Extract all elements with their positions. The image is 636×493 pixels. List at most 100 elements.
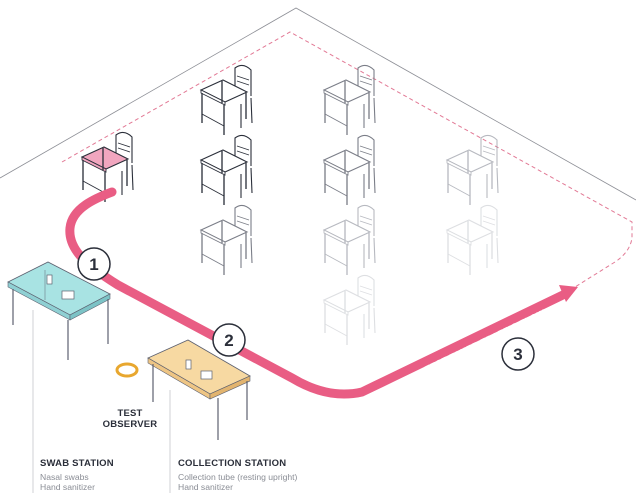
dashed-boundary xyxy=(61,31,633,288)
chair-leg xyxy=(496,167,499,194)
desk-crossbar xyxy=(447,183,471,197)
desk-top xyxy=(322,289,372,313)
desk-crossbar xyxy=(324,253,348,267)
chair-leg xyxy=(373,307,376,334)
chair-slat xyxy=(359,285,373,291)
chair-slat xyxy=(117,147,131,153)
chair-leg xyxy=(250,237,253,264)
chair-back xyxy=(480,204,498,236)
desk-crossbar xyxy=(82,180,106,194)
chair-slat xyxy=(236,220,250,226)
chair-leg xyxy=(250,97,253,124)
collection-tube-icon xyxy=(185,359,192,370)
desk-apron xyxy=(323,159,349,176)
desk-apron xyxy=(323,299,349,316)
chair-slat xyxy=(236,75,250,81)
desk-apron xyxy=(323,89,349,106)
collection-station-table xyxy=(147,339,251,440)
collection-item-1: Collection tube (resting upright) xyxy=(178,472,298,482)
chair-slat xyxy=(236,80,250,86)
desk-top xyxy=(322,79,372,103)
chair-slat xyxy=(359,290,373,296)
chair-slat xyxy=(359,215,373,221)
chair-slat xyxy=(482,220,496,226)
chair-slat xyxy=(117,142,131,148)
chair-slat xyxy=(236,145,250,151)
observer-line-1: TEST xyxy=(117,408,143,419)
chair-leg xyxy=(373,237,376,264)
traffic-flow-path xyxy=(65,187,572,399)
desk-2 xyxy=(322,64,376,135)
desk-apron xyxy=(81,156,107,173)
desk-top xyxy=(445,149,495,173)
desk-8 xyxy=(322,204,376,275)
chair-leg xyxy=(131,164,134,191)
test-observer-marker xyxy=(115,362,139,378)
desk-9 xyxy=(445,204,499,275)
desk-10 xyxy=(322,274,376,345)
collection-item-2: Hand sanitizer xyxy=(178,482,233,492)
desk-top xyxy=(322,219,372,243)
step-marker-3: 3 xyxy=(501,337,535,371)
chair-slat xyxy=(236,150,250,156)
chair-leg xyxy=(373,97,376,124)
chair-leg xyxy=(373,167,376,194)
chair-slat xyxy=(359,150,373,156)
chair-back xyxy=(115,131,133,163)
desk-top xyxy=(445,219,495,243)
desk-top xyxy=(199,219,249,243)
desk-3 xyxy=(80,131,134,202)
desk-grid xyxy=(80,64,499,345)
step-number-1: 1 xyxy=(89,255,98,274)
step-marker-2: 2 xyxy=(212,323,246,357)
desk-top xyxy=(322,149,372,173)
desk-5 xyxy=(322,134,376,205)
swab-station-title: SWAB STATION xyxy=(40,458,114,469)
desk-crossbar xyxy=(201,113,225,127)
chair-slat xyxy=(482,145,496,151)
desk-apron xyxy=(200,89,226,106)
chair-back xyxy=(480,134,498,166)
chair-back xyxy=(357,204,375,236)
flow-arrowhead xyxy=(559,285,578,302)
chair-back xyxy=(357,134,375,166)
chair-slat xyxy=(359,145,373,151)
desk-apron xyxy=(446,159,472,176)
desk-7 xyxy=(199,204,253,275)
desk-crossbar xyxy=(201,183,225,197)
chair-slat xyxy=(359,220,373,226)
test-observer-label: TEST OBSERVER xyxy=(98,408,162,430)
chair-slat xyxy=(482,150,496,156)
chair-back xyxy=(357,64,375,96)
sanitizer-bottle-icon xyxy=(46,274,53,285)
step-number-2: 2 xyxy=(224,331,233,350)
desk-crossbar xyxy=(447,253,471,267)
desk-apron xyxy=(446,229,472,246)
observer-line-2: OBSERVER xyxy=(102,419,158,430)
swab-item-2: Hand sanitizer xyxy=(40,482,95,492)
chair-slat xyxy=(482,215,496,221)
desk-crossbar xyxy=(201,253,225,267)
chair-back xyxy=(234,64,252,96)
step-number-3: 3 xyxy=(513,345,522,364)
chair-leg xyxy=(496,237,499,264)
desk-1 xyxy=(199,64,253,135)
sanitizer-box-icon xyxy=(200,370,213,380)
desk-apron xyxy=(323,229,349,246)
desk-crossbar xyxy=(324,113,348,127)
chair-back xyxy=(234,134,252,166)
desk-4 xyxy=(199,134,253,205)
desk-top xyxy=(80,146,130,170)
swab-box-icon xyxy=(61,290,75,300)
desk-6 xyxy=(445,134,499,205)
desk-crossbar xyxy=(324,183,348,197)
chair-slat xyxy=(359,80,373,86)
chair-leg xyxy=(250,167,253,194)
desk-top xyxy=(199,149,249,173)
desk-crossbar xyxy=(324,323,348,337)
desk-top xyxy=(199,79,249,103)
swab-station-table xyxy=(7,261,111,360)
chair-slat xyxy=(359,75,373,81)
desk-apron xyxy=(200,159,226,176)
